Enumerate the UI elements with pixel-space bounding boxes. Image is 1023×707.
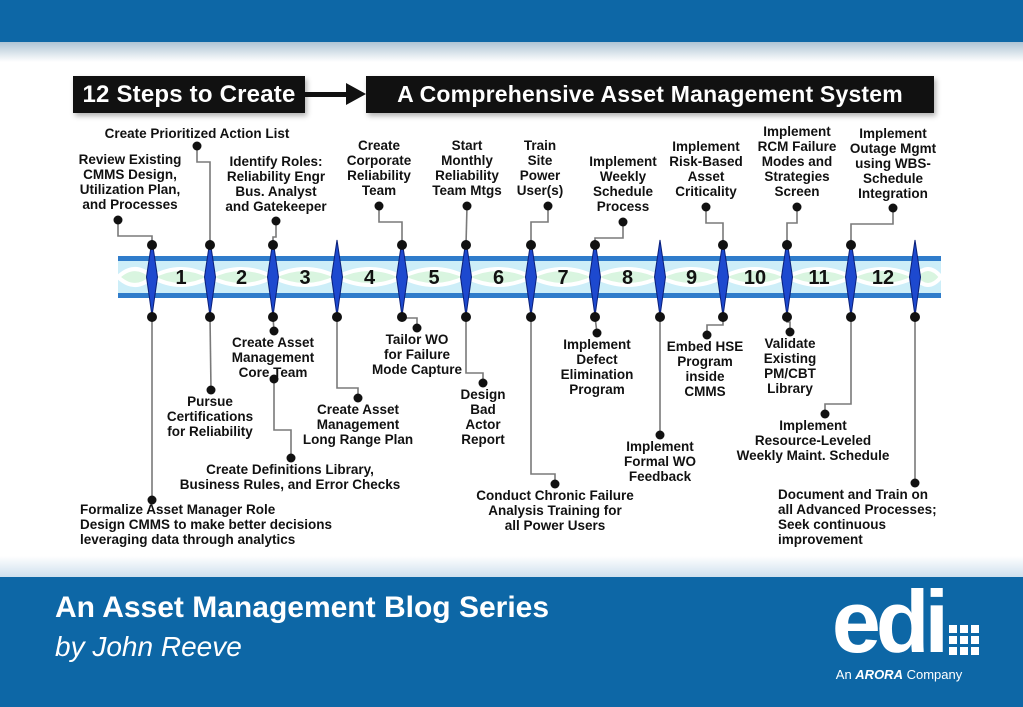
top-step-label: Create Prioritized Action List bbox=[104, 126, 290, 141]
bottom-step-label: Document and Train on all Advanced Proce… bbox=[778, 487, 937, 547]
step-number: 3 bbox=[299, 267, 310, 289]
top-bar-fade bbox=[0, 42, 1023, 62]
bottom-step-label: Embed HSE Program inside CMMS bbox=[666, 339, 744, 399]
edi-company-line: An ARORA Company bbox=[819, 667, 979, 682]
title-right-text: A Comprehensive Asset Management System bbox=[397, 81, 903, 107]
top-step-label: Review Existing CMMS Design, Utilization… bbox=[78, 152, 182, 212]
edi-logo-row: edi bbox=[819, 572, 979, 671]
bottom-step-label: Implement Defect Elimination Program bbox=[560, 337, 634, 397]
top-step-label: Implement Risk-Based Asset Criticality bbox=[669, 139, 743, 199]
step-number: 4 bbox=[364, 267, 376, 289]
footer-bar: An Asset Management Blog Series by John … bbox=[0, 577, 1023, 707]
step-number: 2 bbox=[236, 267, 247, 289]
bottom-step-label: Implement Resource-Leveled Weekly Maint.… bbox=[736, 418, 890, 463]
company-name: ARORA bbox=[855, 667, 903, 682]
bottom-step-label: Create Asset Management Long Range Plan bbox=[302, 402, 414, 447]
bottom-step-label: Design Bad Actor Report bbox=[460, 387, 506, 447]
step-number: 10 bbox=[744, 267, 766, 289]
footer-series-title: An Asset Management Blog Series bbox=[55, 591, 550, 624]
top-blue-bar bbox=[0, 0, 1023, 42]
top-step-label: Implement RCM Failure Modes and Strategi… bbox=[757, 124, 837, 199]
company-prefix: An bbox=[835, 667, 856, 682]
bottom-step-label: Conduct Chronic Failure Analysis Trainin… bbox=[476, 488, 634, 533]
step-number: 12 bbox=[872, 267, 894, 289]
bottom-step-label: Tailor WO for Failure Mode Capture bbox=[371, 332, 463, 377]
top-step-label: Identify Roles: Reliability Engr Bus. An… bbox=[225, 154, 327, 214]
top-step-label: Create Corporate Reliability Team bbox=[346, 138, 412, 198]
edi-logo-text: edi bbox=[831, 572, 949, 671]
title-left-text: 12 Steps to Create bbox=[82, 80, 296, 108]
bottom-step-label: Formalize Asset Manager Role Design CMMS… bbox=[80, 502, 333, 547]
top-step-label: Start Monthly Reliability Team Mtgs bbox=[432, 138, 502, 198]
step-number: 1 bbox=[175, 267, 186, 289]
bottom-step-label: Implement Formal WO Feedback bbox=[623, 439, 697, 484]
footer-fade bbox=[0, 556, 1023, 577]
step-number: 6 bbox=[493, 267, 504, 289]
step-number: 5 bbox=[428, 267, 439, 289]
bottom-step-label: Create Definitions Library, Business Rul… bbox=[179, 462, 401, 492]
step-number: 7 bbox=[557, 267, 568, 289]
title-arrow-icon bbox=[302, 92, 348, 97]
bottom-step-label: Validate Existing PM/CBT Library bbox=[763, 336, 817, 396]
top-step-label: Train Site Power User(s) bbox=[516, 138, 564, 198]
title-right-box: A Comprehensive Asset Management System bbox=[366, 76, 934, 113]
top-step-label: Implement Weekly Schedule Process bbox=[589, 154, 657, 214]
footer-byline: by John Reeve bbox=[55, 631, 242, 662]
edi-logo: edi An ARORA Company bbox=[819, 572, 979, 682]
step-number: 9 bbox=[686, 267, 697, 289]
edi-logo-grid-icon bbox=[949, 625, 979, 655]
company-suffix: Company bbox=[902, 667, 963, 682]
step-number: 8 bbox=[622, 267, 633, 289]
bottom-step-label: Pursue Certifications for Reliability bbox=[166, 394, 254, 439]
top-step-label: Implement Outage Mgmt using WBS- Schedul… bbox=[849, 126, 937, 201]
step-number: 11 bbox=[808, 267, 829, 289]
title-left-box: 12 Steps to Create bbox=[73, 76, 305, 113]
title-arrow-head-icon bbox=[346, 83, 366, 105]
bottom-step-label: Create Asset Management Core Team bbox=[231, 335, 315, 380]
